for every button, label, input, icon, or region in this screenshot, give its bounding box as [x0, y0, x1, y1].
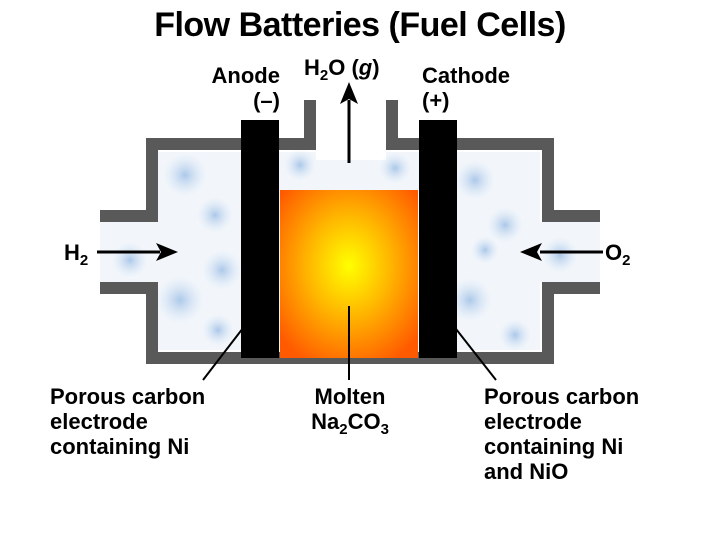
hydrogen-inlet-arrow — [97, 243, 178, 261]
anode-label: Anode (–) — [198, 63, 280, 113]
electrolyte-label: Molten Na2CO3 — [311, 384, 389, 438]
water-outlet-arrow — [340, 82, 358, 163]
page-title: Flow Batteries (Fuel Cells) — [154, 6, 566, 44]
anode-label-name: Anode — [211, 63, 280, 88]
anode-material-label: Porous carbon electrode containing Ni — [50, 384, 206, 459]
hydrogen-inlet-label: H2 — [64, 240, 89, 269]
anode-label-sign: (–) — [253, 88, 280, 113]
cathode-electrode — [419, 120, 457, 358]
cathode-label-sign: (+) — [422, 88, 450, 113]
leader-line-right — [437, 305, 497, 381]
water-outlet-label: H2O (g) — [304, 55, 380, 84]
cathode-label-name: Cathode — [422, 63, 510, 88]
gas-chamber — [100, 100, 600, 351]
cathode-material-label: Porous carbon electrode containing Ni an… — [484, 384, 640, 484]
anode-electrode — [241, 120, 279, 358]
cathode-label: Cathode (+) — [422, 63, 510, 113]
leader-line-left — [202, 305, 261, 381]
oxygen-inlet-label: O2 — [605, 240, 631, 269]
oxygen-inlet-arrow — [520, 243, 603, 261]
